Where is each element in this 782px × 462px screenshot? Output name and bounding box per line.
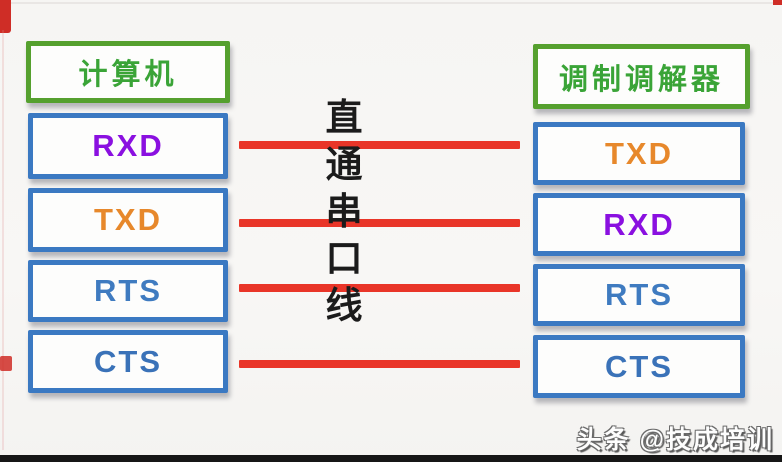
bottom-letterbox-bar xyxy=(0,455,782,462)
modem-pin-cts-label: CTS xyxy=(605,348,673,384)
computer-pin-txd: TXD xyxy=(28,188,228,252)
left-edge-line xyxy=(2,30,4,450)
cable-char-1: 直 xyxy=(325,97,363,138)
computer-pin-cts-label: CTS xyxy=(94,343,162,379)
cable-char-5: 线 xyxy=(325,285,363,326)
wire-rxd-txd xyxy=(239,141,520,149)
cable-type-label: 直 通 串 口 线 xyxy=(321,94,367,329)
computer-pin-rts: RTS xyxy=(28,260,228,322)
computer-pin-cts: CTS xyxy=(28,330,228,393)
top-edge-line xyxy=(0,2,782,4)
computer-pin-rts-label: RTS xyxy=(94,273,162,308)
modem-pin-cts: CTS xyxy=(533,335,745,398)
modem-pin-txd: TXD xyxy=(533,122,745,185)
modem-pin-txd-label: TXD xyxy=(605,135,673,171)
wire-rts-rts xyxy=(239,284,520,292)
watermark-text: 头条 @技成培训 xyxy=(576,426,774,454)
computer-pin-rxd-label: RXD xyxy=(92,128,164,163)
modem-title-box: 调制调解器 xyxy=(533,44,750,109)
modem-title-label: 调制调解器 xyxy=(558,63,724,96)
red-edge-artifact xyxy=(0,356,12,371)
modem-pin-rxd: RXD xyxy=(533,193,745,256)
modem-pin-rts-label: RTS xyxy=(605,277,673,312)
wire-cts-cts xyxy=(239,360,520,368)
cable-char-3: 串 xyxy=(325,191,363,232)
computer-title-box: 计算机 xyxy=(26,41,230,103)
computer-title-label: 计算机 xyxy=(78,59,178,91)
wire-txd-rxd xyxy=(239,219,520,227)
red-corner-mark-top-right xyxy=(773,0,782,5)
computer-pin-rxd: RXD xyxy=(28,113,228,179)
computer-pin-txd-label: TXD xyxy=(94,202,162,237)
red-corner-mark-top-left xyxy=(0,0,11,33)
cable-char-4: 口 xyxy=(325,238,363,279)
cable-char-2: 通 xyxy=(325,144,363,185)
modem-pin-rts: RTS xyxy=(533,264,745,326)
modem-pin-rxd-label: RXD xyxy=(603,206,675,242)
